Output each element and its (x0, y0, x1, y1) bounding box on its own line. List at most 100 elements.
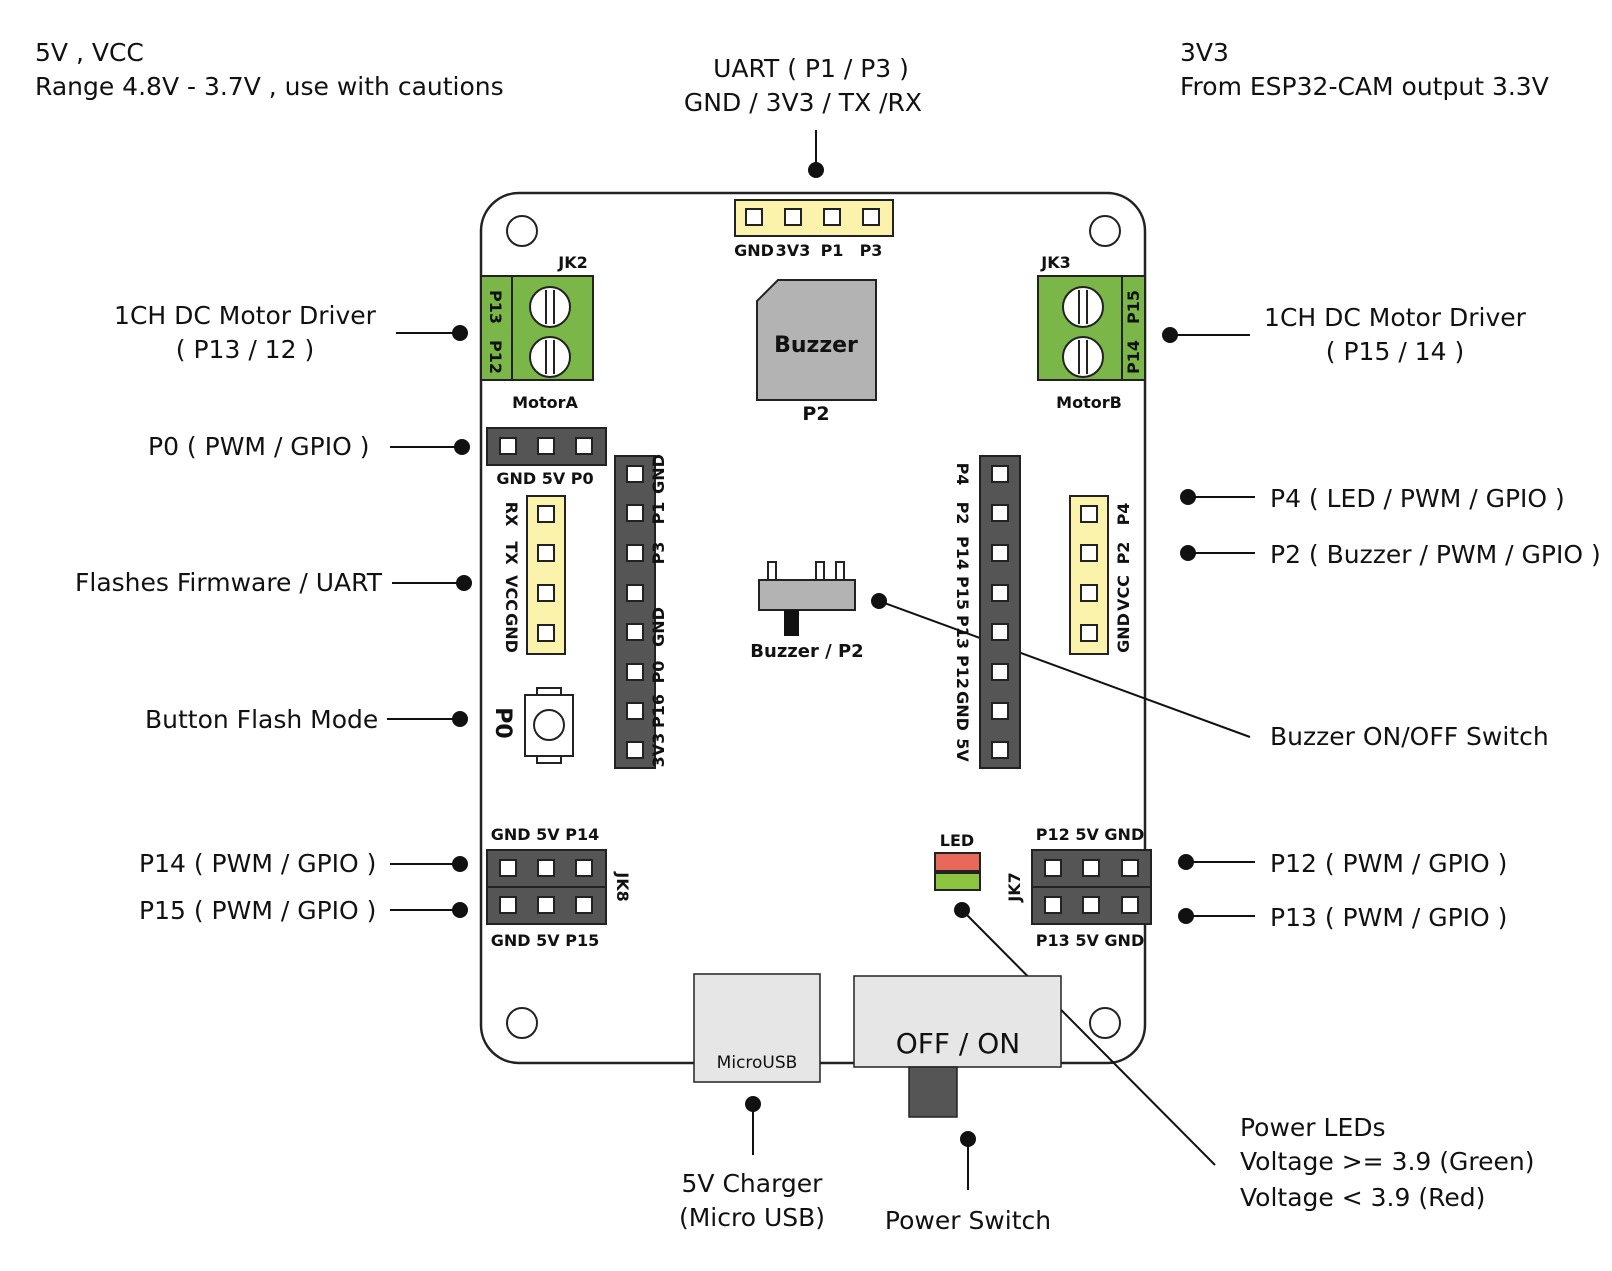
buzzer-switch-label: Buzzer / P2 (750, 641, 863, 662)
uart-pin (823, 208, 841, 226)
flash-button-knob (533, 709, 565, 741)
flash-uart-pin-label: TX (502, 541, 521, 565)
esp32-right-pin (991, 584, 1009, 602)
esp32-right-header (979, 455, 1021, 769)
esp32-right-pin (991, 465, 1009, 483)
power-switch (853, 975, 1062, 1068)
esp32-left-pin (626, 663, 644, 681)
power-switch-note: Power Switch (885, 1206, 1051, 1235)
p14-note: P14 ( PWM / GPIO ) (139, 849, 376, 878)
jk8-pin (575, 859, 593, 877)
switch-leg (835, 561, 845, 581)
p14-leader-dot (452, 856, 468, 872)
jk8-pin (537, 896, 555, 914)
uart-pin (862, 208, 880, 226)
led-red (934, 852, 981, 872)
buzzer-label: Buzzer (774, 333, 858, 358)
flash-uart-pin (537, 544, 555, 562)
esp32-left-label: P16 (649, 694, 668, 728)
p2-leader-dot (1180, 545, 1196, 561)
uart-pin (784, 208, 802, 226)
uart-pin-label: P1 (821, 241, 844, 260)
motor-a-screw (529, 286, 571, 328)
buzzer-switch (758, 579, 856, 611)
p4-header-pin (1080, 544, 1098, 562)
jk2-label: JK2 (557, 253, 587, 272)
leds-note-line3: Voltage < 3.9 (Red) (1240, 1183, 1485, 1212)
leds-note-line2: Voltage >= 3.9 (Green) (1240, 1147, 1534, 1176)
jk7-pin (1121, 859, 1139, 877)
button-pin-label: P0 (490, 707, 515, 738)
top-right-note-line1: 3V3 (1180, 38, 1229, 67)
jk7-bottom-label: P13 5V GND (1036, 931, 1144, 950)
jk7-label: JK7 (1005, 872, 1024, 902)
esp32-left-pin (626, 544, 644, 562)
p12-leader-dot (1178, 854, 1194, 870)
esp32-left-label: P1 (649, 502, 668, 525)
flash-uart-note: Flashes Firmware / UART (75, 568, 383, 597)
buzzer (756, 279, 877, 401)
esp32-left-pin (626, 584, 644, 602)
power-switch-lever (908, 1066, 958, 1118)
uart-pin-label: P3 (860, 241, 883, 260)
p0-pin (499, 437, 517, 455)
jk3-label: JK3 (1040, 253, 1070, 272)
esp32-left-label: P0 (649, 661, 668, 684)
jk8-bottom-label: GND 5V P15 (491, 931, 599, 950)
flash-uart-pin (537, 624, 555, 642)
uart-leader-dot (808, 162, 824, 178)
p0-note: P0 ( PWM / GPIO ) (148, 432, 370, 461)
flash-uart-pin-label: RX (502, 502, 521, 527)
buzzer-pin-label: P2 (802, 403, 829, 425)
motor-b-screw (1062, 286, 1104, 328)
motor-a-pin-label: P12 (486, 340, 505, 374)
motor-b-note-line2: ( P15 / 14 ) (1326, 337, 1464, 366)
p4-header-pin (1080, 584, 1098, 602)
p4-header-label: VCC (1114, 575, 1133, 611)
esp32-left-label: GND (649, 607, 668, 647)
mount-hole-br (1089, 1007, 1121, 1039)
esp32-right-label: P15 (953, 576, 972, 610)
esp32-right-pin (991, 741, 1009, 759)
motor-b-screw (1062, 336, 1104, 378)
led-leader-line (961, 909, 1216, 1166)
motor-b-label: MotorB (1056, 393, 1122, 412)
jk8-pin (499, 859, 517, 877)
jk7-pin (1044, 859, 1062, 877)
charger-note-line1: 5V Charger (682, 1169, 824, 1198)
esp32-left-pin (626, 504, 644, 522)
button-flash-note: Button Flash Mode (145, 705, 378, 734)
microusb-label: MicroUSB (717, 1053, 798, 1073)
button-leader-dot (452, 711, 468, 727)
p0-leader-dot (454, 439, 470, 455)
motor-b-pin-label: P15 (1124, 290, 1143, 324)
p4-header-label: P4 (1114, 503, 1133, 526)
p2-note: P2 ( Buzzer / PWM / GPIO ) (1270, 540, 1601, 569)
p12-note: P12 ( PWM / GPIO ) (1270, 849, 1507, 878)
p13-note: P13 ( PWM / GPIO ) (1270, 903, 1507, 932)
switch-leg (767, 561, 777, 581)
microusb-port (693, 973, 821, 1083)
uart-pin-label: 3V3 (776, 241, 811, 260)
power-switch-label: OFF / ON (896, 1027, 1020, 1060)
esp32-right-pin (991, 623, 1009, 641)
esp32-right-label: 5V (953, 738, 972, 762)
buzzer-switch-lever (784, 610, 799, 636)
jk7-pin (1082, 859, 1100, 877)
p15-leader-dot (452, 902, 468, 918)
flash-uart-leader-dot (456, 575, 472, 591)
esp32-left-pin (626, 623, 644, 641)
top-left-note-line1: 5V , VCC (35, 38, 144, 67)
esp32-right-pin (991, 504, 1009, 522)
flash-uart-pin-label: VCC (502, 575, 521, 611)
p4-header-pin (1080, 505, 1098, 523)
uart-note-line1: UART ( P1 / P3 ) (713, 54, 909, 83)
motor-a-pin-label: P13 (486, 290, 505, 324)
esp32-right-label: P4 (953, 463, 972, 486)
uart-pin-label: GND (734, 241, 774, 260)
p4-leader-dot (1180, 489, 1196, 505)
esp32-left-label: 3V3 (649, 733, 668, 768)
esp32-left-label: GND (649, 454, 668, 494)
buzzer-switch-note: Buzzer ON/OFF Switch (1270, 722, 1549, 751)
